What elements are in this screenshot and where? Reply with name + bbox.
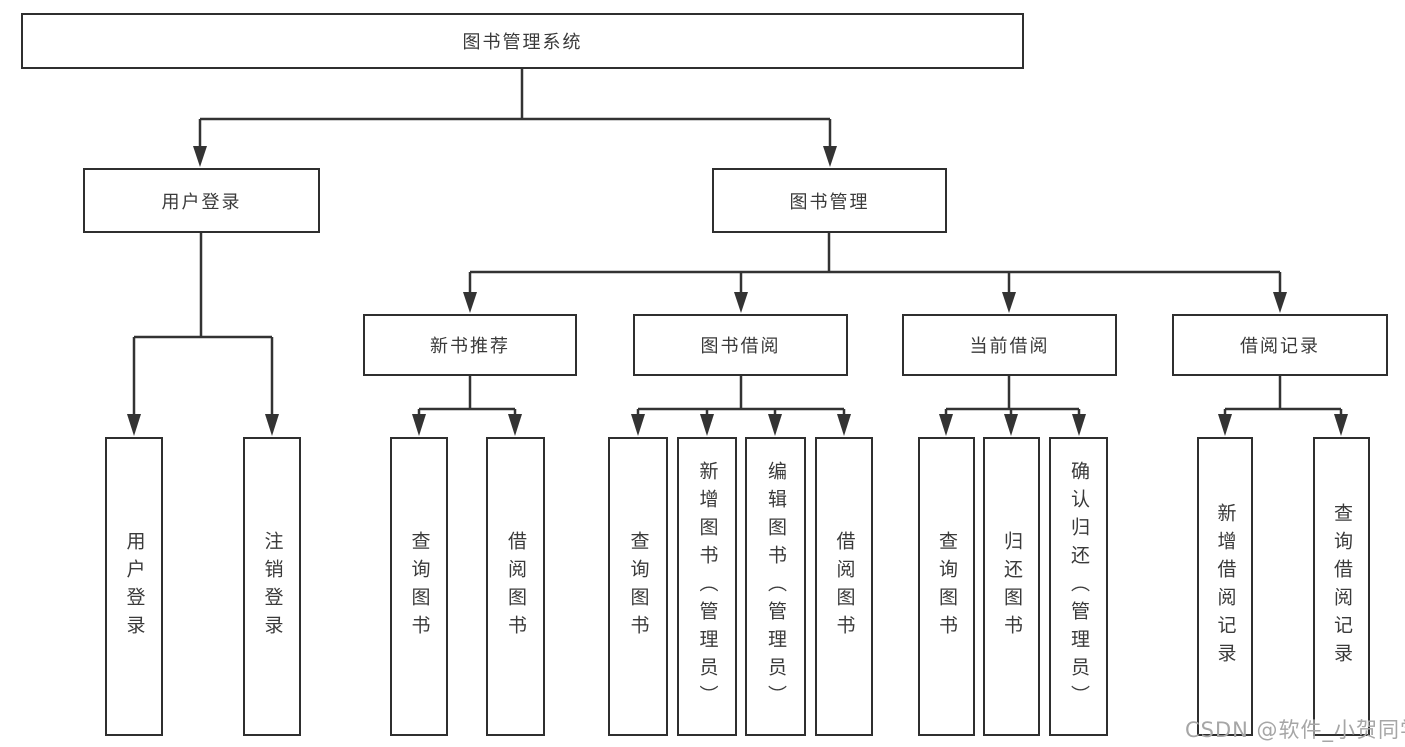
connector-borrow-record-to-leaves bbox=[1218, 376, 1348, 436]
node-leaf-query-book-3: 查询图书 bbox=[918, 437, 975, 736]
node-leaf-edit-book-admin: 编辑图书（管理员） bbox=[745, 437, 806, 736]
connector-line bbox=[1223, 376, 1343, 415]
connector-line bbox=[417, 376, 517, 415]
arrowhead-icon bbox=[700, 414, 714, 436]
arrowhead-icon bbox=[631, 414, 645, 436]
arrowhead-icon bbox=[508, 414, 522, 436]
node-leaf-borrow-book-1: 借阅图书 bbox=[486, 437, 545, 736]
node-book-borrow: 图书借阅 bbox=[633, 314, 848, 376]
connector-line bbox=[198, 69, 832, 148]
arrowhead-icon bbox=[412, 414, 426, 436]
arrowhead-icon bbox=[127, 414, 141, 436]
node-root: 图书管理系统 bbox=[21, 13, 1024, 69]
arrowhead-icon bbox=[939, 414, 953, 436]
arrowhead-icon bbox=[837, 414, 851, 436]
arrowhead-icon bbox=[1072, 414, 1086, 436]
node-leaf-query-book-1: 查询图书 bbox=[390, 437, 448, 736]
node-leaf-query-book-2: 查询图书 bbox=[608, 437, 668, 736]
connector-line bbox=[132, 233, 274, 415]
arrowhead-icon bbox=[734, 292, 748, 313]
node-leaf-borrow-book-2: 借阅图书 bbox=[815, 437, 873, 736]
connector-line bbox=[636, 376, 846, 415]
node-leaf-confirm-return-admin: 确认归还（管理员） bbox=[1049, 437, 1108, 736]
connector-line bbox=[468, 233, 1282, 294]
node-borrow-record: 借阅记录 bbox=[1172, 314, 1388, 376]
node-user-login: 用户登录 bbox=[83, 168, 320, 233]
connector-user-login-to-leaves bbox=[127, 233, 279, 436]
node-current-borrow: 当前借阅 bbox=[902, 314, 1117, 376]
arrowhead-icon bbox=[193, 146, 207, 167]
connector-book-management-to-level3 bbox=[463, 233, 1287, 313]
arrowhead-icon bbox=[1334, 414, 1348, 436]
connector-new-book-recommend-to-leaves bbox=[412, 376, 522, 436]
connector-current-borrow-to-leaves bbox=[939, 376, 1086, 436]
arrowhead-icon bbox=[463, 292, 477, 313]
node-leaf-logout: 注销登录 bbox=[243, 437, 301, 736]
node-leaf-user-login: 用户登录 bbox=[105, 437, 163, 736]
node-new-book-recommend: 新书推荐 bbox=[363, 314, 577, 376]
node-leaf-add-borrow-record: 新增借阅记录 bbox=[1197, 437, 1253, 736]
node-leaf-return-book: 归还图书 bbox=[983, 437, 1040, 736]
arrowhead-icon bbox=[1273, 292, 1287, 313]
node-book-management: 图书管理 bbox=[712, 168, 947, 233]
arrowhead-icon bbox=[265, 414, 279, 436]
arrowhead-icon bbox=[1004, 414, 1018, 436]
arrowhead-icon bbox=[1218, 414, 1232, 436]
node-leaf-query-borrow-record: 查询借阅记录 bbox=[1313, 437, 1370, 736]
connector-root-to-level2 bbox=[193, 69, 837, 167]
watermark: CSDN @软件_小贺同学 bbox=[1185, 718, 1405, 742]
arrowhead-icon bbox=[768, 414, 782, 436]
connector-line bbox=[944, 376, 1081, 415]
node-leaf-add-book-admin: 新增图书（管理员） bbox=[677, 437, 737, 736]
connector-book-borrow-to-leaves bbox=[631, 376, 851, 436]
arrowhead-icon bbox=[1002, 292, 1016, 313]
arrowhead-icon bbox=[823, 146, 837, 167]
